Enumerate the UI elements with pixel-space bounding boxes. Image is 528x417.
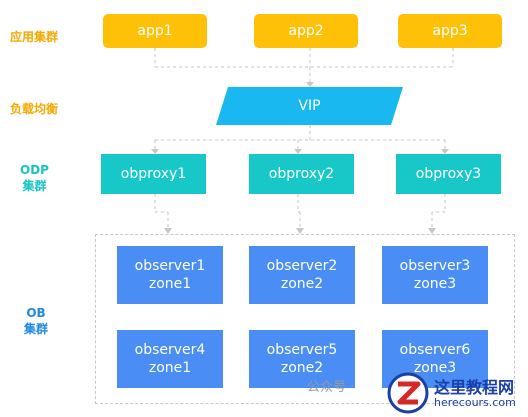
logo-title: 这里教程网 — [434, 378, 515, 397]
obproxy-node-3[interactable]: obproxy3 — [396, 154, 501, 194]
odp-cluster-label: ODP 集群 — [20, 163, 49, 193]
app-node-2[interactable]: app2 — [254, 14, 358, 48]
app-node-1[interactable]: app1 — [103, 14, 207, 48]
ob-cluster-group — [95, 234, 515, 404]
site-logo: 这里教程网 herecours.com — [386, 371, 528, 417]
logo-icon — [387, 372, 429, 414]
app-cluster-label: 应用集群 — [10, 30, 59, 44]
app-node-3[interactable]: app3 — [398, 14, 502, 48]
vip-label: VIP — [298, 98, 321, 114]
obproxy-node-2[interactable]: obproxy2 — [249, 154, 354, 194]
vip-node[interactable]: VIP — [216, 87, 403, 125]
obproxy-node-1[interactable]: obproxy1 — [101, 154, 206, 194]
vip-parallelogram — [216, 87, 403, 125]
ob-cluster-label: OB 集群 — [24, 306, 49, 336]
watermark-text: 公众号 · — [307, 380, 355, 395]
load-balance-label: 负载均衡 — [10, 102, 59, 116]
logo-url: herecours.com — [434, 396, 516, 409]
